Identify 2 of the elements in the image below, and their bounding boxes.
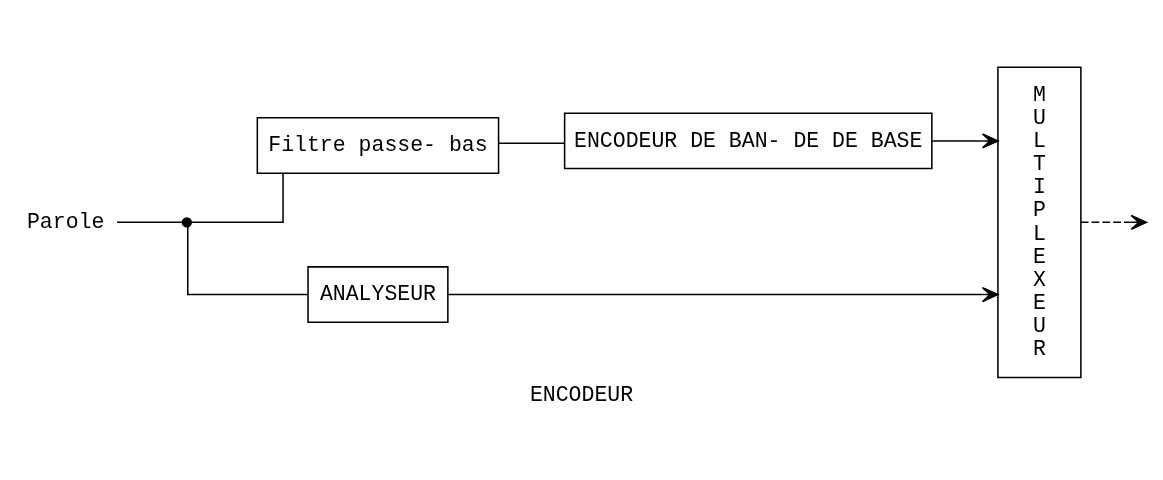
- node-text: Parole: [26, 210, 105, 235]
- caption: ENCODEUR: [529, 382, 634, 407]
